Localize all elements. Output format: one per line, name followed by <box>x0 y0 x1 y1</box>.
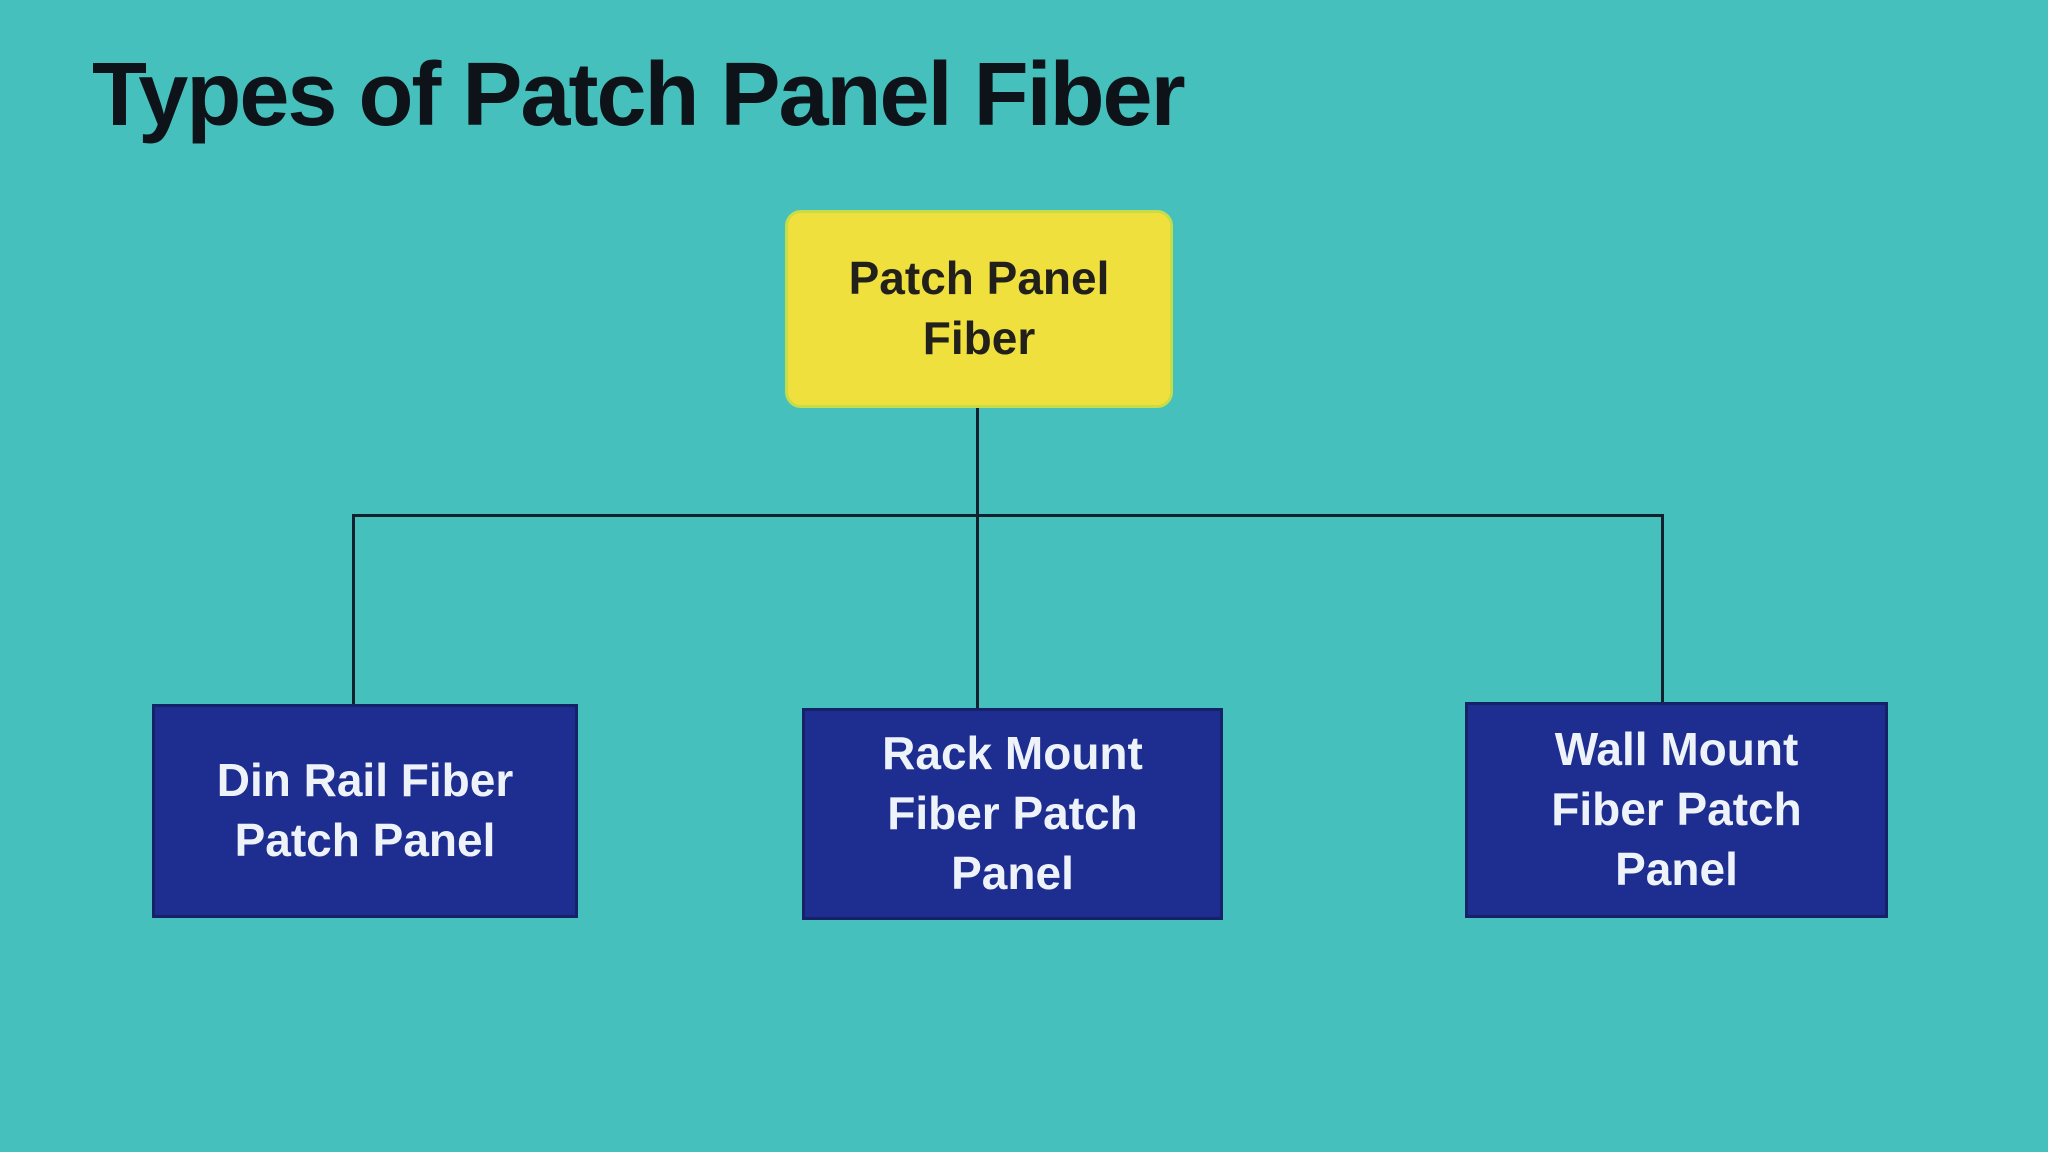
page-title: Types of Patch Panel Fiber <box>92 45 1186 145</box>
diagram-node-din-rail: Din Rail Fiber Patch Panel <box>152 704 578 918</box>
connector-right-vertical <box>1661 514 1664 703</box>
child-node-label: Din Rail Fiber Patch Panel <box>216 754 514 866</box>
connector-horizontal-bar <box>352 514 1664 517</box>
diagram-node-wall-mount: Wall Mount Fiber Patch Panel <box>1465 702 1888 918</box>
root-node-label: Patch Panel Fiber <box>848 252 1110 364</box>
diagram-node-root: Patch Panel Fiber <box>785 210 1173 408</box>
diagram-node-rack-mount: Rack Mount Fiber Patch Panel <box>802 708 1223 920</box>
connector-root-vertical <box>976 408 979 708</box>
child-node-label: Wall Mount Fiber Patch Panel <box>1551 723 1802 895</box>
connector-left-vertical <box>352 514 355 704</box>
child-node-label: Rack Mount Fiber Patch Panel <box>882 727 1143 899</box>
